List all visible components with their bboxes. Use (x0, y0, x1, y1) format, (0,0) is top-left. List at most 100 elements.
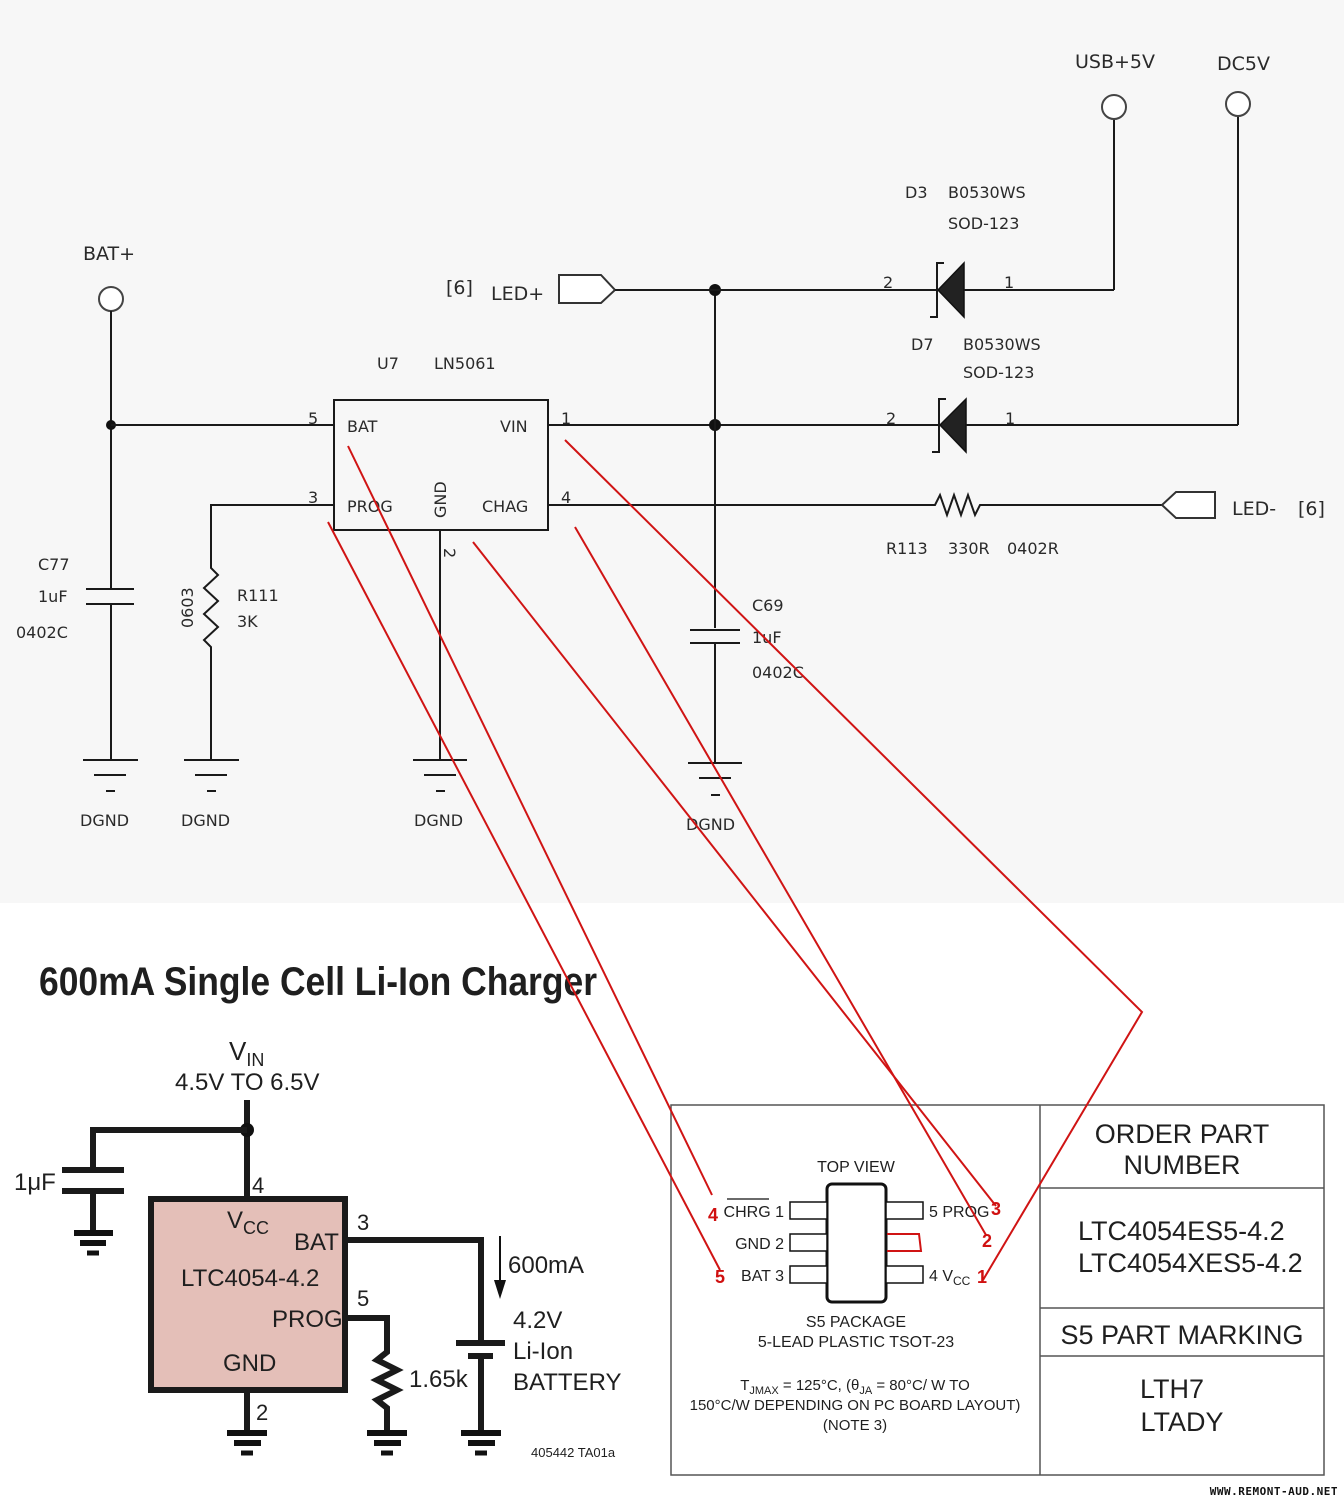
marking-header: S5 PART MARKING (1060, 1320, 1303, 1350)
marking-2: LTADY (1140, 1407, 1223, 1437)
cap-value: 1μF (14, 1169, 56, 1196)
r113-package: 0402R (1007, 539, 1059, 558)
pin-lead (789, 1201, 828, 1220)
pin-vcc: VCC (227, 1207, 269, 1238)
led-plus-port-icon[interactable] (558, 274, 617, 304)
ground-label: DGND (414, 811, 463, 830)
r113-ref: R113 (886, 539, 928, 558)
left-pin-2: GND 2 (735, 1236, 784, 1253)
added-pin-annotation (887, 1233, 923, 1252)
pin-prog-num: 5 (357, 1286, 369, 1311)
usb-5v-terminal-icon[interactable] (1101, 94, 1127, 120)
r113-resistor-icon (548, 491, 1162, 519)
u7-pin-chag: CHAG (482, 497, 528, 516)
map-num-bat: 5 (715, 1267, 725, 1287)
thermal-line-2: 150°C/W DEPENDING ON PC BOARD LAYOUT) (690, 1397, 1021, 1414)
bat-plus-terminal-icon[interactable] (98, 286, 124, 312)
charge-current: 600mA (508, 1252, 584, 1279)
d7-pin-2: 2 (886, 409, 896, 428)
led-minus-label: LED- (1232, 498, 1276, 520)
package-line-1: S5 PACKAGE (806, 1314, 906, 1331)
r111-resistor-icon (202, 504, 334, 760)
ic-name: LTC4054-4.2 (181, 1265, 319, 1292)
d3-pin-1: 1 (1004, 273, 1014, 292)
d3-package: SOD-123 (948, 214, 1019, 233)
led-plus-ref: [6] (446, 277, 473, 299)
u7-pin-chag-num: 4 (561, 488, 571, 507)
d7-pin-1: 1 (1005, 409, 1015, 428)
led-minus-port-icon[interactable] (1160, 491, 1216, 519)
u7-part: LN5061 (434, 354, 496, 373)
app-circuit-title: 600mA Single Cell Li-Ion Charger (39, 960, 597, 1004)
r111-package: 0603 (178, 587, 197, 628)
ground-icon (461, 1430, 501, 1456)
left-pin-1: CHRG 1 (724, 1204, 785, 1221)
order-part-1: LTC4054ES5-4.2 (1078, 1216, 1285, 1246)
d3-part: B0530WS (948, 183, 1026, 202)
d3-pin-2: 2 (883, 273, 893, 292)
bat-plus-label: BAT+ (83, 243, 135, 265)
prog-resistor-icon (345, 1315, 404, 1432)
r111-ref: R111 (237, 586, 279, 605)
vin-range: 4.5V TO 6.5V (175, 1069, 320, 1096)
pin-lead (789, 1265, 828, 1284)
order-header-1: ORDER PART (1095, 1119, 1270, 1149)
pin-lead (789, 1233, 828, 1252)
top-schematic-background (0, 0, 1344, 903)
package-table: TOP VIEW CHRG 1 GND 2 BAT 3 5 PROG 4 VCC… (670, 1104, 1325, 1476)
map-num-prog: 3 (991, 1199, 1001, 1219)
pin-bat: BAT (294, 1229, 339, 1256)
marking-1: LTH7 (1140, 1374, 1204, 1404)
u7-pin-gnd: GND (431, 481, 450, 518)
battery-voltage: 4.2V (513, 1307, 562, 1334)
pin-mapping-annotations: 4 5 3 2 1 (327, 439, 1144, 1287)
d3-ref: D3 (905, 183, 928, 202)
pin-lead (885, 1201, 924, 1220)
package-table-border (670, 1104, 1325, 1476)
ltc4054-ic-body[interactable] (148, 1196, 348, 1393)
prog-resistor-value: 1.65k (409, 1366, 469, 1393)
u7-pin-prog: PROG (347, 497, 393, 516)
ground-icon (74, 1230, 113, 1256)
watermark: WWW.REMONT-AUD.NET (1209, 1485, 1338, 1498)
ground-icon (83, 759, 138, 792)
pin-bat-num: 3 (357, 1210, 369, 1235)
map-num-nc: 2 (982, 1231, 992, 1251)
pin-lead (885, 1265, 924, 1284)
mapping-line-prog (327, 521, 721, 1271)
left-pin-3: BAT 3 (741, 1268, 784, 1285)
mapping-line-gnd (472, 541, 997, 1207)
map-num-chrg: 4 (708, 1205, 718, 1225)
pin-prog: PROG (272, 1306, 343, 1333)
tsot23-package-body (825, 1182, 888, 1304)
c69-package: 0402C (752, 663, 804, 682)
bat-wire (345, 1237, 484, 1343)
c69-ref: C69 (752, 596, 784, 615)
d7-package: SOD-123 (963, 363, 1034, 382)
ground-icon (413, 759, 467, 792)
ground-icon (367, 1430, 407, 1456)
led-plus-label: LED+ (491, 283, 544, 305)
u7-ref: U7 (377, 354, 399, 373)
current-arrow-icon (494, 1236, 506, 1299)
r113-value: 330R (948, 539, 990, 558)
thermal-line-3: (NOTE 3) (823, 1417, 887, 1434)
ground-label: DGND (80, 811, 129, 830)
ground-icon (184, 759, 239, 792)
d7-ref: D7 (911, 335, 934, 354)
right-pin-4: 4 VCC (929, 1268, 971, 1288)
dc-5v-terminal-icon[interactable] (1225, 91, 1251, 117)
order-header-2: NUMBER (1123, 1150, 1240, 1180)
u7-pin-bat-num: 5 (308, 409, 318, 428)
pin-gnd: GND (223, 1350, 276, 1377)
ground-label: DGND (181, 811, 230, 830)
mapping-line-chag (574, 526, 987, 1236)
thermal-line-1: TJMAX = 125°C, (θJA = 80°C/ W TO (740, 1377, 970, 1397)
dc-5v-label: DC5V (1217, 53, 1270, 75)
led-minus-ref: [6] (1298, 498, 1325, 520)
app-circuit: 600mA Single Cell Li-Ion Charger VIN 4.5… (14, 960, 621, 1460)
ground-label: DGND (686, 815, 735, 834)
mapping-line-vin (564, 439, 1144, 1281)
u7-pin-bat: BAT (347, 417, 378, 436)
